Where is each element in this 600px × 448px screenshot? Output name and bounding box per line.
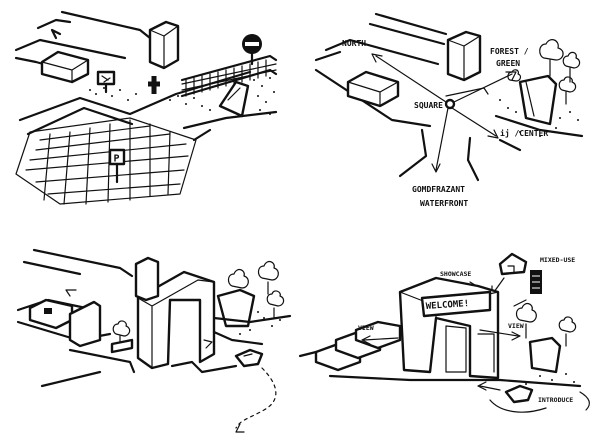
mixed-use-label: MIXED-USE [540,256,575,264]
center-label: ij /CENTER [500,128,548,138]
introduce-label: INTRODUCE [538,396,573,404]
house-icon [498,252,528,276]
view-right-label: VIEW [508,322,524,330]
north-label: NORTH [342,39,366,48]
view-left-label: VIEW [358,324,374,332]
waterfront-label-2: WATERFRONT [420,199,468,208]
waterfront-label-1: GOMDFRAZANT [412,185,465,194]
parking-sign-label: P [114,154,120,165]
green-label: GREEN [496,59,520,68]
forest-label: FOREST / [490,47,529,56]
square-label: SQUARE [414,101,443,110]
showcase-label: SHOWCASE [440,270,471,278]
panel-barrier-sketch: P [14,10,278,205]
panel-direction-sketch: NORTH FOREST / GREEN SQUARE ij /CENTER G… [314,12,584,208]
welcome-banner-text: WELCOME! [426,299,470,312]
panel-gateway-sketch [16,248,292,433]
panel-welcome-sketch: MIXED-USE SHOWCASE WELCOME! VIEW VIEW [298,252,590,413]
plus-icon [148,76,160,94]
